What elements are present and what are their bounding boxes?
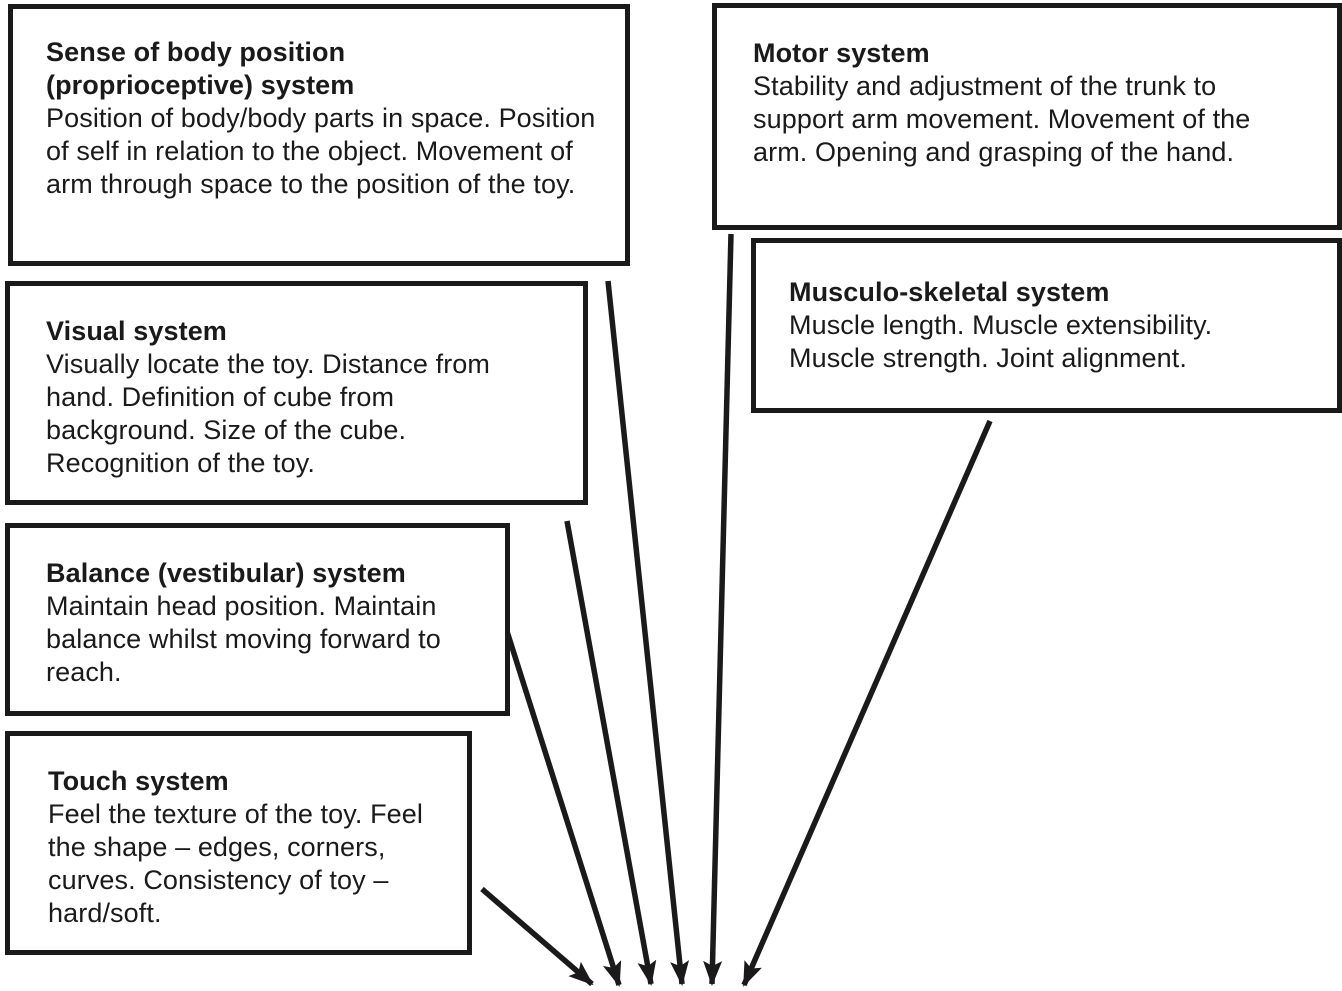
visual-box-title: Visual system — [46, 316, 227, 346]
arrow-from-motor-box — [703, 233, 734, 986]
visual-box: Visual system Visually locate the toy. D… — [5, 281, 588, 505]
arrow-from-proprioceptive-box — [605, 280, 690, 986]
motor-box-title: Motor system — [753, 38, 930, 68]
proprioceptive-box-body: Position of body/body parts in space. Po… — [46, 103, 596, 199]
musculoskeletal-box: Musculo-skeletal system Muscle length. M… — [751, 238, 1342, 413]
balance-box: Balance (vestibular) system Maintain hea… — [5, 523, 510, 716]
musculoskeletal-box-title: Musculo-skeletal system — [789, 277, 1110, 307]
balance-box-title: Balance (vestibular) system — [46, 558, 406, 588]
proprioceptive-box-title: Sense of body position (proprioceptive) … — [46, 37, 355, 100]
arrow-from-balance-box — [502, 624, 622, 987]
motor-box-body: Stability and adjustment of the trunk to… — [753, 71, 1251, 167]
touch-box-body: Feel the texture of the toy. Feel the sh… — [48, 799, 423, 928]
arrow-from-musculoskeletal-box — [741, 419, 993, 987]
musculoskeletal-box-body: Muscle length. Muscle extensibility. Mus… — [789, 310, 1213, 373]
visual-box-body: Visually locate the toy. Distance from h… — [46, 349, 490, 478]
touch-box: Touch system Feel the texture of the toy… — [5, 731, 472, 955]
motor-box: Motor system Stability and adjustment of… — [712, 3, 1342, 230]
proprioceptive-box: Sense of body position (proprioceptive) … — [8, 4, 630, 266]
touch-box-title: Touch system — [48, 766, 229, 796]
arrow-from-touch-box — [480, 886, 594, 987]
balance-box-body: Maintain head position. Maintain balance… — [46, 591, 441, 687]
arrow-from-visual-box — [564, 520, 657, 986]
